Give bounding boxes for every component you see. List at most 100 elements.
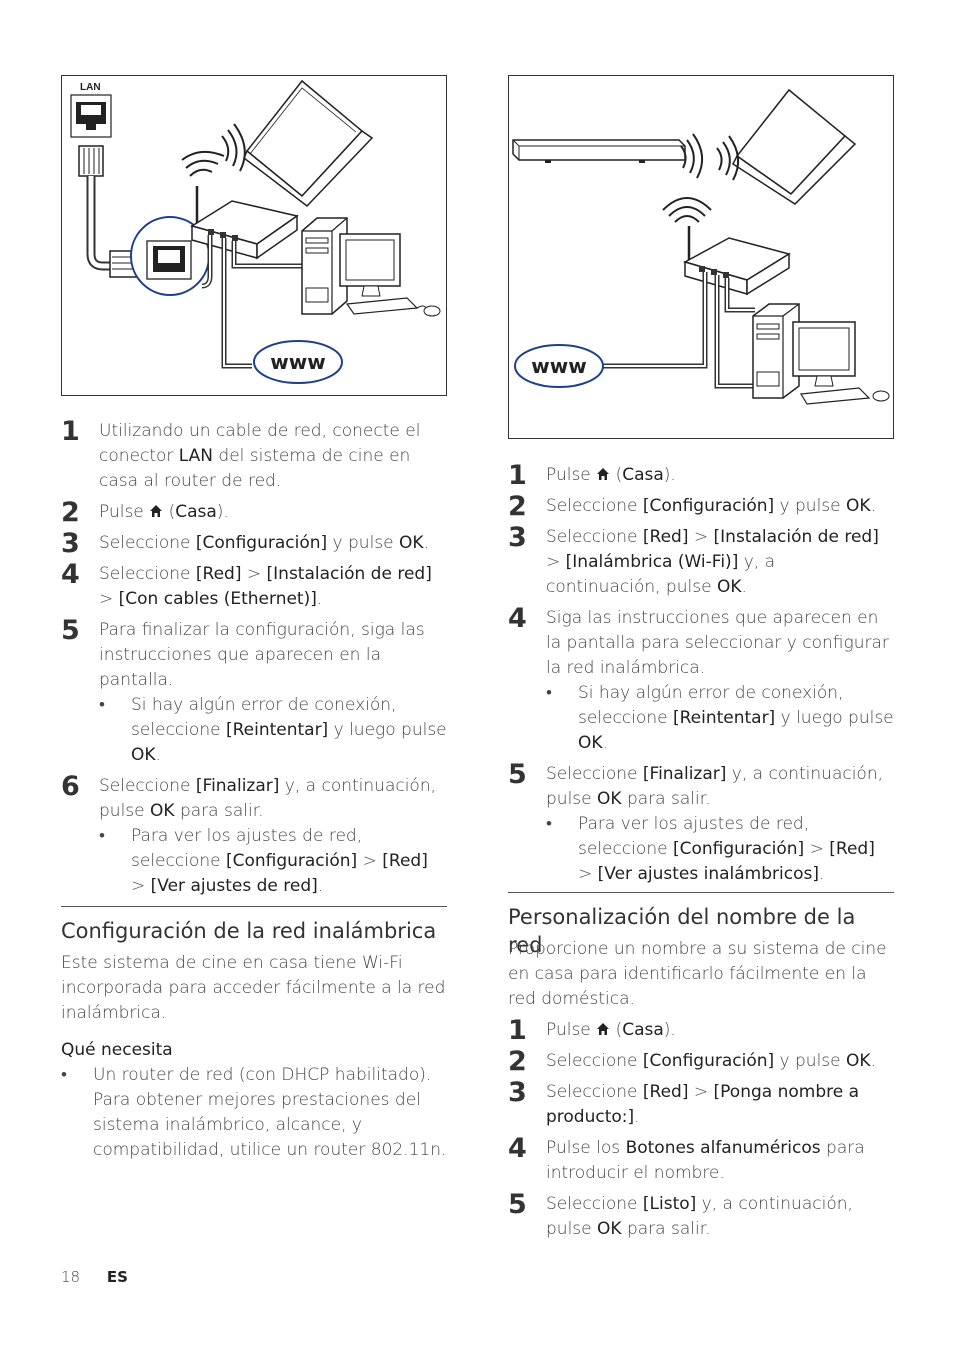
wifi-waves-unit-icon — [680, 133, 704, 179]
requirements-title: Qué necesita — [61, 1040, 173, 1060]
emphasis-text: LAN — [178, 446, 214, 466]
step-number: 4 — [508, 1133, 527, 1164]
wifi-waves-router-right-icon — [662, 197, 712, 223]
step-text: Si hay algún error de conexión, seleccio… — [578, 683, 844, 728]
step-text: para salir. — [621, 789, 711, 809]
wired-setup-steps: 1 Utilizando un cable de red, conecte el … — [61, 416, 447, 905]
requirements-list: •Un router de red (con DHCP habilitado).… — [61, 1063, 447, 1163]
bullet-dot: • — [546, 683, 552, 703]
emphasis-text: OK — [846, 496, 871, 516]
bullet-dot: • — [546, 814, 552, 834]
step-text: Pulse — [546, 1020, 597, 1040]
emphasis-text: [Configuración] — [195, 533, 328, 553]
step-number: 2 — [61, 497, 80, 528]
wireless-diagram-svg: www — [512, 88, 890, 405]
step-number: 3 — [61, 528, 80, 559]
step-number: 1 — [61, 416, 80, 447]
bullet-item: •Para ver los ajustes de red, seleccione… — [546, 812, 894, 887]
step-number: 5 — [61, 615, 80, 646]
step-text: Seleccione — [99, 533, 196, 553]
monitor-icon — [339, 233, 441, 317]
step-text: y pulse — [774, 496, 847, 516]
bullet-item: • Si hay algún error de conexión, selecci… — [99, 693, 447, 768]
step-text: > — [99, 589, 119, 609]
step-text: Seleccione — [546, 1194, 643, 1214]
emphasis-text: [Finalizar] — [195, 776, 280, 796]
step-bullets: • Si hay algún error de conexión, selecci… — [546, 681, 894, 756]
monitor-icon-right — [792, 321, 890, 405]
bullet-dot: • — [99, 695, 105, 715]
step-text: > — [241, 564, 267, 584]
home-theater-unit-icon — [512, 139, 686, 163]
www-label: www — [270, 350, 325, 374]
step-text: > — [688, 527, 714, 547]
emphasis-text: [Configuración] — [225, 851, 358, 871]
emphasis-text: OK — [399, 533, 424, 553]
step-text: Seleccione — [546, 764, 643, 784]
emphasis-text: [Configuración] — [672, 839, 805, 859]
step-text: ). — [663, 465, 676, 485]
step-text: Pulse los — [546, 1138, 626, 1158]
step-text: y, a continuación, pulse — [99, 776, 437, 821]
step-text: . — [741, 577, 747, 597]
step-text: Seleccione — [546, 1082, 643, 1102]
step-text: . — [870, 1051, 876, 1071]
step-text: > — [688, 1082, 714, 1102]
step-text: del sistema de cine en casa al router de… — [99, 446, 411, 491]
emphasis-text: OK — [150, 801, 175, 821]
step-text: Si hay algún error de conexión, seleccio… — [131, 695, 397, 740]
wired-diagram-svg: LAN — [70, 79, 441, 384]
rename-section-text: Proporcione un nombre a su sistema de ci… — [508, 939, 887, 1009]
emphasis-text: OK — [597, 1219, 622, 1239]
step-number: 2 — [508, 1046, 527, 1077]
step-text: . — [602, 733, 608, 753]
emphasis-text: [Configuración] — [642, 1051, 775, 1071]
step-text: para salir. — [621, 1219, 711, 1239]
emphasis-text: [Reintentar] — [672, 708, 776, 728]
step-text: > — [546, 552, 566, 572]
step-text: Pulse — [546, 465, 597, 485]
emphasis-text: [Red] — [642, 1082, 689, 1102]
language-code: ES — [106, 1268, 128, 1286]
internet-cloud-icon-right: www — [514, 344, 604, 388]
emphasis-text: [Ver ajustes inalámbricos] — [597, 864, 819, 884]
step-number: 4 — [508, 603, 527, 634]
desktop-tower-icon — [301, 217, 348, 315]
step-text: ). — [663, 1020, 676, 1040]
step-text: Seleccione — [546, 527, 643, 547]
emphasis-text: OK — [578, 733, 603, 753]
laptop-icon-right — [732, 88, 857, 205]
step-bullets: •Para ver los ajustes de red, seleccione… — [99, 824, 447, 899]
router-port-zoom-icon — [146, 240, 192, 280]
lan-port-icon — [70, 94, 112, 138]
step-text: . — [423, 533, 429, 553]
step-text: y, a continuación, pulse — [546, 552, 776, 597]
step-text: . — [870, 496, 876, 516]
emphasis-text: Botones alfanuméricos — [625, 1138, 821, 1158]
step-text: ( — [610, 1020, 623, 1040]
step-text: y, a continuación, pulse — [546, 1194, 853, 1239]
emphasis-text: [Finalizar] — [642, 764, 727, 784]
step-text: Utilizando un cable de red, conecte el c… — [99, 421, 421, 466]
wireless-network-diagram: www — [508, 75, 894, 439]
home-icon — [149, 502, 163, 522]
step-number: 3 — [508, 1077, 527, 1108]
step-text: Seleccione — [99, 776, 196, 796]
step-bullets: •Para ver los ajustes de red, seleccione… — [546, 812, 894, 887]
step-text: y luego pulse — [328, 720, 447, 740]
step-text: > — [804, 839, 830, 859]
emphasis-text: [Red] — [829, 839, 875, 859]
step-text: Seleccione — [546, 496, 643, 516]
bullet-item: •Un router de red (con DHCP habilitado).… — [61, 1063, 447, 1163]
emphasis-text: OK — [597, 789, 622, 809]
step-bullets: • Si hay algún error de conexión, selecci… — [99, 693, 447, 768]
emphasis-text: Casa — [622, 1020, 664, 1040]
step-text: > — [357, 851, 383, 871]
emphasis-text: [Con cables (Ethernet)] — [118, 589, 317, 609]
